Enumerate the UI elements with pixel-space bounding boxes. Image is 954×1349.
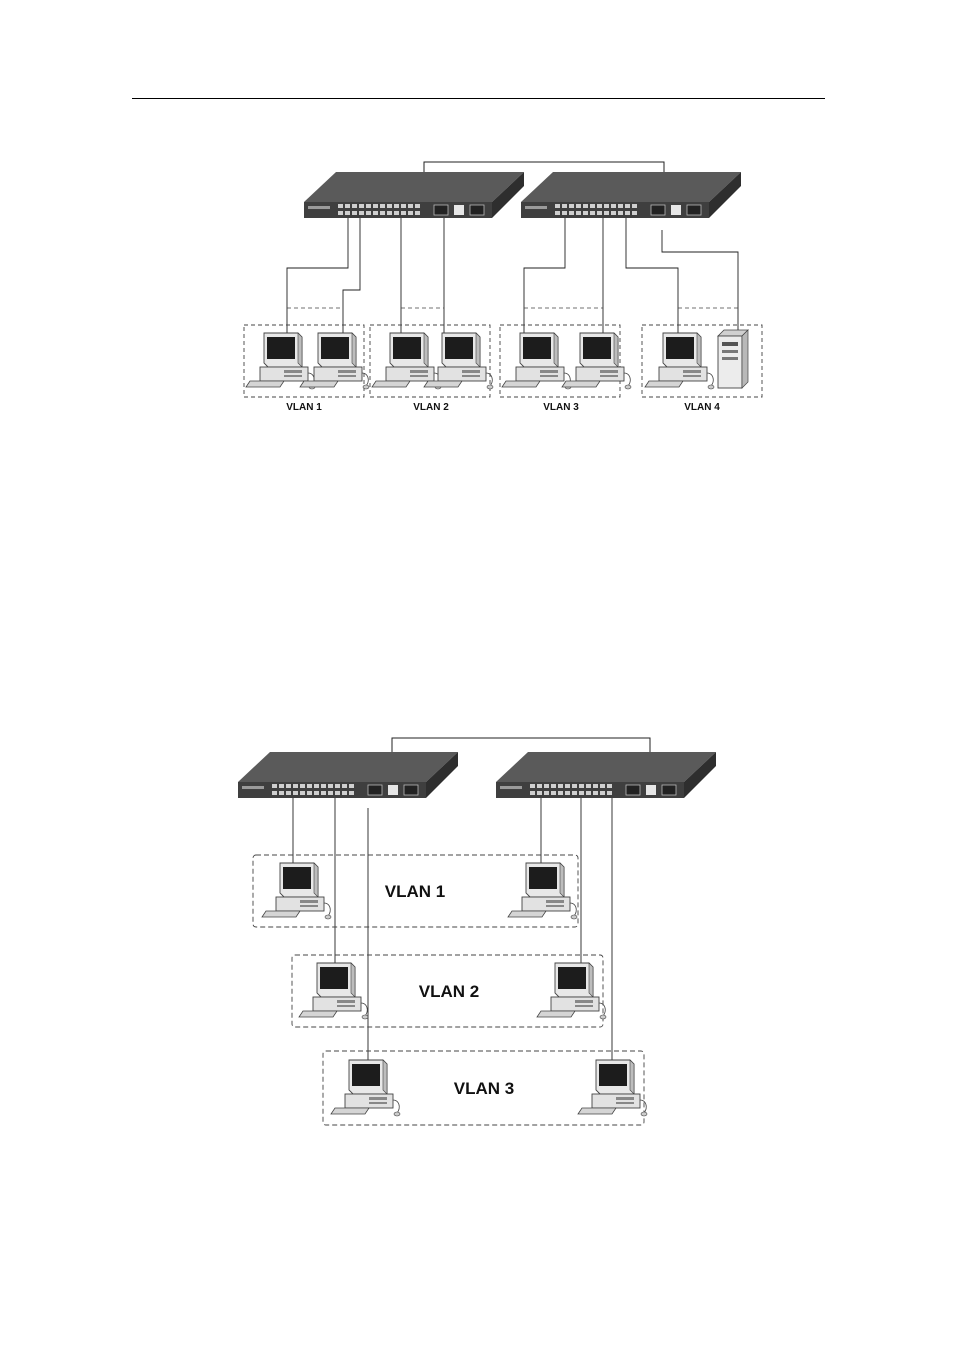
server-icon [718, 330, 748, 388]
computer-icon [424, 333, 493, 389]
vlan-label: VLAN 3 [543, 402, 579, 413]
computer-icon [508, 863, 577, 919]
computer-icon [578, 1060, 647, 1116]
computer-icon [331, 1060, 400, 1116]
switch-icon [238, 752, 458, 798]
computer-icon [502, 333, 571, 389]
computer-icon [537, 963, 606, 1019]
vlan-label: VLAN 3 [454, 1079, 514, 1098]
switch-icon [496, 752, 716, 798]
diagram-1: VLAN 1 VLAN 2 VLAN 3 VLAN 4 [244, 162, 762, 413]
computer-icon [262, 863, 331, 919]
computer-icon [645, 333, 714, 389]
diagram-2: VLAN 1 VLAN 2 VLAN 3 [238, 738, 716, 1125]
vlan-label: VLAN 2 [419, 982, 479, 1001]
vlan-label: VLAN 2 [413, 402, 449, 413]
computer-icon [299, 963, 368, 1019]
switch-icon [304, 172, 524, 218]
cables [293, 798, 612, 1062]
cables [287, 218, 738, 335]
vlan-label: VLAN 1 [286, 402, 322, 413]
computer-icon [562, 333, 631, 389]
vlan-label: VLAN 4 [684, 402, 720, 413]
switch-icon [521, 172, 741, 218]
vlan-label: VLAN 1 [385, 882, 445, 901]
computer-icon [300, 333, 369, 389]
